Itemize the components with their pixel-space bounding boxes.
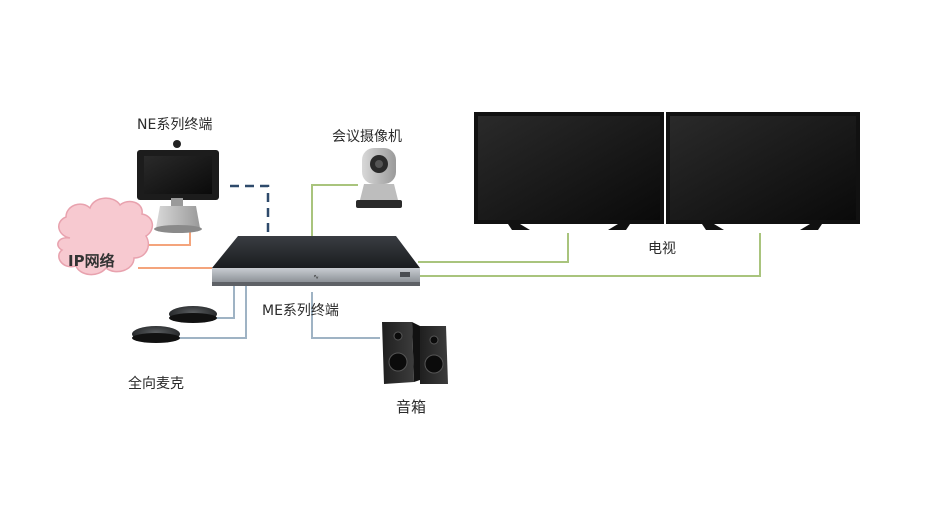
ne-camera-icon — [173, 140, 181, 148]
microphone-1 — [169, 306, 217, 323]
connection-lines — [135, 184, 761, 339]
camera-label: 会议摄像机 — [332, 129, 402, 145]
tv-2-stand-left — [702, 224, 724, 230]
camera-base — [360, 184, 398, 200]
ne-tablet-screen — [144, 156, 212, 194]
microphone-2 — [132, 326, 180, 343]
dashed-link — [230, 184, 270, 232]
tv-2-screen — [670, 116, 856, 220]
tv-1-stand-left — [508, 224, 530, 230]
me-terminal-device: ∿ — [212, 236, 420, 286]
cloud-shape — [57, 197, 154, 276]
network-link-ne — [135, 232, 191, 246]
tv-link-2 — [418, 233, 761, 277]
tv-2-stand-right — [800, 224, 822, 230]
tv-1 — [474, 112, 664, 230]
tv-1-stand-right — [608, 224, 630, 230]
tv-link-1 — [418, 233, 569, 263]
me-front — [212, 268, 420, 282]
ne-terminal-device — [137, 140, 219, 233]
tv-2 — [666, 112, 860, 230]
microphone-label: 全向麦克 — [128, 376, 184, 392]
camera-device — [356, 148, 402, 208]
ne-neck — [171, 198, 183, 208]
speaker-device — [382, 322, 448, 384]
speaker-left-side — [412, 322, 420, 382]
ip-cloud — [57, 197, 154, 276]
me-terminal-label: ME系列终端 — [262, 303, 339, 319]
camera-link — [311, 184, 358, 236]
tv-1-screen — [478, 116, 660, 220]
mic-link-1 — [210, 286, 235, 319]
me-logo-icon: ∿ — [313, 273, 319, 281]
ne-terminal-label: NE系列终端 — [137, 117, 213, 133]
tv-label: 电视 — [648, 241, 676, 257]
ip-network-label: IP网络 — [68, 252, 115, 270]
me-top — [212, 236, 420, 268]
speaker-label: 音箱 — [396, 398, 427, 416]
speaker-link — [311, 292, 380, 339]
mic-link-2 — [174, 286, 247, 339]
ne-base — [156, 206, 200, 228]
